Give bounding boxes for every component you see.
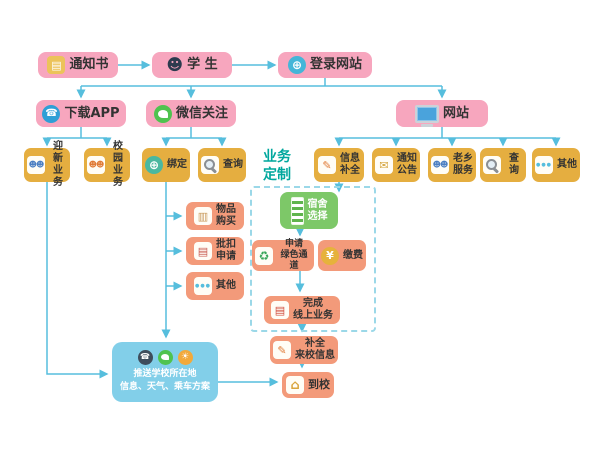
node-info-complete: ✎ 信息 补全 — [314, 148, 364, 182]
node-finish-label: 完成 线上业务 — [293, 298, 333, 321]
node-green-channel-label: 申请 绿色通道 — [280, 239, 308, 271]
node-login-website: ⊕ 登录网站 — [278, 52, 372, 78]
node-fill-arrival-info: ✎ 补全 来校信息 — [270, 336, 338, 364]
chat-icon — [157, 349, 173, 365]
node-buy-label: 物品 购买 — [216, 204, 236, 227]
node-app-label: 下载APP — [64, 105, 120, 121]
node-student-label: 学 生 — [187, 57, 218, 73]
node-campus-service: ☻☻ 校园 业务 — [84, 141, 130, 188]
edge-website-branch — [339, 127, 556, 139]
customization-dashed-group — [250, 186, 376, 332]
edge-wechat-branch — [166, 127, 222, 139]
wechat-icon — [153, 104, 172, 123]
node-push-label: 推送学校所在地 信息、天气、乘车方案 — [119, 368, 210, 393]
dots-icon: ●●● — [535, 156, 553, 174]
node-hometown-label: 老乡 服务 — [453, 153, 473, 176]
node-website-label: 网站 — [442, 105, 469, 121]
node-arrive-school: ⌂ 到校 — [282, 372, 334, 398]
node-download-app: ☎ 下载APP — [36, 100, 126, 127]
people-icon: ☻☻ — [431, 156, 449, 174]
earth-icon: ⊕ — [145, 156, 163, 174]
node-other-web-label: 其他 — [557, 159, 577, 170]
node-query-web: 查询 — [480, 148, 526, 182]
node-item-purchase: ▥ 物品 购买 — [186, 202, 244, 230]
node-fill-arrival-label: 补全 来校信息 — [295, 338, 335, 361]
dots-icon: ●●● — [194, 277, 212, 295]
node-other-wechat-label: 其他 — [216, 280, 236, 291]
node-welcome-service: ☻☻ 迎新 业务 — [24, 141, 70, 188]
app-phone-icon: ☎ — [42, 104, 61, 123]
monitor-icon — [414, 104, 439, 123]
edge-app-branch — [47, 127, 107, 139]
people-icon: ☻☻ — [87, 156, 105, 174]
edge-welcome-push — [46, 182, 109, 379]
node-wechat-follow: 微信关注 — [146, 100, 236, 127]
node-bind: ⊕ 绑定 — [142, 148, 190, 182]
chat-bubble-shape — [161, 354, 169, 360]
cards-icon: ▤ — [271, 301, 289, 319]
magnifier-icon — [483, 156, 501, 174]
node-green-channel: ♻ 申请 绿色通道 — [252, 239, 314, 271]
people-icon: ☻☻ — [27, 156, 45, 174]
node-wechat-label: 微信关注 — [175, 105, 228, 121]
node-pay-fees: ¥ 缴费 — [318, 240, 366, 271]
node-query-wechat-label: 查询 — [223, 159, 243, 170]
cards-icon: ▤ — [194, 242, 212, 260]
node-notice-label: 通知书 — [69, 57, 109, 73]
customization-label: 业务 定制 — [263, 149, 291, 183]
node-hometown-service: ☻☻ 老乡 服务 — [428, 148, 476, 182]
node-other-wechat: ●●● 其他 — [186, 272, 244, 300]
chat-bubble-shape — [157, 109, 168, 118]
school-icon: ⌂ — [286, 376, 304, 394]
phone-icon: ☎ — [137, 349, 153, 365]
edge-login-branch — [81, 78, 442, 87]
building-icon — [290, 196, 304, 225]
recycle-icon: ♻ — [255, 246, 273, 265]
node-finish-online: ▤ 完成 线上业务 — [264, 296, 340, 324]
node-pay-label: 缴费 — [343, 249, 363, 261]
pencil-icon: ✎ — [318, 156, 336, 174]
node-login-label: 登录网站 — [309, 57, 362, 73]
node-deduct-label: 批扣 申请 — [216, 239, 236, 262]
node-bind-label: 绑定 — [167, 159, 187, 170]
node-welcome-label: 迎新 业务 — [53, 141, 63, 188]
node-push-info: ☎ ☀ 推送学校所在地 信息、天气、乘车方案 — [112, 342, 218, 402]
sun-icon: ☀ — [177, 349, 193, 365]
node-website: 网站 — [396, 100, 488, 127]
node-student: ☻ 学 生 — [152, 52, 232, 78]
node-announcements: ✉ 通知 公告 — [372, 148, 420, 182]
node-other-web: ●●● 其他 — [532, 148, 580, 182]
node-query-wechat: 查询 — [198, 148, 246, 182]
node-notice: ▤ 通知书 — [38, 52, 118, 78]
node-arrive-label: 到校 — [308, 378, 330, 392]
magnifier-icon — [201, 156, 219, 174]
mail-icon: ✉ — [375, 156, 393, 174]
magnifier-shape — [203, 158, 217, 172]
magnifier-shape — [485, 158, 499, 172]
student-icon: ☻ — [166, 55, 184, 74]
pencil-icon: ✎ — [273, 341, 291, 359]
node-query-web-label: 查询 — [509, 153, 519, 176]
moneybag-icon: ¥ — [321, 246, 339, 265]
node-batch-deduction: ▤ 批扣 申请 — [186, 237, 244, 265]
globe-icon: ⊕ — [287, 56, 306, 74]
node-announce-label: 通知 公告 — [397, 153, 417, 176]
document-icon: ▤ — [47, 56, 66, 74]
package-icon: ▥ — [194, 207, 212, 225]
node-dorm-label: 宿舍 选择 — [307, 198, 328, 222]
node-campus-label: 校园 业务 — [113, 141, 123, 188]
edge-group — [42, 60, 561, 387]
push-icons-row: ☎ ☀ — [137, 349, 193, 365]
node-dorm-selection: 宿舍 选择 — [280, 192, 338, 229]
node-info-complete-label: 信息 补全 — [340, 153, 360, 176]
